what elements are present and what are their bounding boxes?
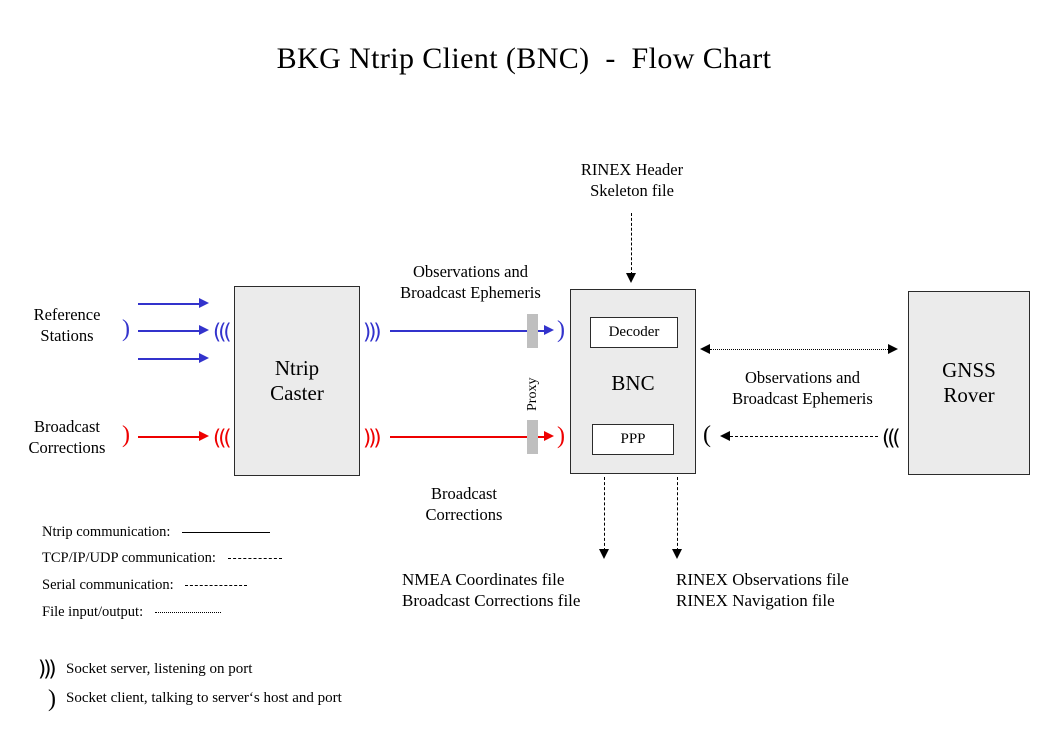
legend-line-styles: Ntrip communication: TCP/IP/UDP communic… xyxy=(42,524,282,631)
proxy-bar-bottom xyxy=(527,420,538,454)
legend-swatch-tcpip xyxy=(227,558,282,560)
socket-server-icon-caster-out-red: ))) xyxy=(363,426,382,450)
node-ppp-label: PPP xyxy=(620,431,646,447)
legend-item-ntrip-label: Ntrip communication: xyxy=(42,524,171,540)
serial-link-bnc-rover-arrowhead-left xyxy=(700,344,710,354)
legend-item-file-io: File input/output: xyxy=(42,604,282,631)
legend-socket-types: ))) Socket server, listening on port ) S… xyxy=(38,655,342,713)
legend-item-file-io-label: File input/output: xyxy=(42,604,144,620)
ntrip-link-ref-2 xyxy=(138,330,200,332)
legend-item-socket-client-label: Socket client, talking to server‘s host … xyxy=(66,690,342,706)
ntrip-link-ref-3-arrowhead xyxy=(199,353,209,363)
node-decoder[interactable]: Decoder xyxy=(590,317,678,348)
page-title: BKG Ntrip Client (BNC) - Flow Chart xyxy=(276,42,772,75)
ntrip-link-bc-out xyxy=(390,436,545,438)
socket-client-icon-bnc-in-blue: ) xyxy=(557,317,565,343)
legend-item-serial: Serial communication: xyxy=(42,577,282,604)
legend-item-socket-client: ) Socket client, talking to server‘s hos… xyxy=(38,684,342,713)
observations-ephemeris-right-label: Observations and Broadcast Ephemeris xyxy=(732,368,873,408)
ntrip-link-bc xyxy=(138,436,200,438)
node-ntrip-caster[interactable]: Ntrip Caster xyxy=(234,286,360,476)
legend-item-socket-server-label: Socket server, listening on port xyxy=(66,661,253,677)
broadcast-corrections-mid-label: Broadcast Corrections xyxy=(425,484,503,524)
rinex-outputs-label: RINEX Observations file RINEX Navigation… xyxy=(676,570,849,611)
file-link-nmea xyxy=(604,477,605,551)
tcpip-link-rover-bnc xyxy=(730,436,878,437)
ntrip-link-ref-1 xyxy=(138,303,200,305)
socket-client-icon-reference-stations: ) xyxy=(122,316,130,342)
ntrip-link-ref-2-arrowhead xyxy=(199,325,209,335)
socket-server-icon-legend: ))) xyxy=(38,657,57,681)
socket-client-icon-bnc-in-red: ) xyxy=(557,423,565,449)
legend-item-ntrip: Ntrip communication: xyxy=(42,524,282,550)
socket-server-icon-caster-out-blue: ))) xyxy=(363,320,382,344)
socket-client-icon-bnc-rover: ( xyxy=(703,422,711,448)
legend-item-serial-label: Serial communication: xyxy=(42,577,174,593)
socket-client-icon-broadcast-corrections: ) xyxy=(122,422,130,448)
legend-swatch-serial xyxy=(185,585,248,587)
ntrip-link-ref-3 xyxy=(138,358,200,360)
nmea-outputs-label: NMEA Coordinates file Broadcast Correcti… xyxy=(402,570,581,611)
socket-client-icon-legend: ) xyxy=(48,685,56,712)
reference-stations-label: Reference Stations xyxy=(33,305,101,345)
serial-link-bnc-rover-arrowhead-right xyxy=(888,344,898,354)
legend-swatch-file-io xyxy=(154,612,221,614)
broadcast-corrections-left-label: Broadcast Corrections xyxy=(28,417,106,457)
file-link-rinex-arrowhead xyxy=(672,549,682,559)
ntrip-link-bc-arrowhead xyxy=(199,431,209,441)
socket-server-icon-rover: ((( xyxy=(882,426,901,450)
file-link-rinex-header xyxy=(631,213,632,275)
node-ppp[interactable]: PPP xyxy=(592,424,674,455)
legend-item-socket-server: ))) Socket server, listening on port xyxy=(38,655,342,684)
observations-ephemeris-top-label: Observations and Broadcast Ephemeris xyxy=(400,262,541,302)
file-link-nmea-arrowhead xyxy=(599,549,609,559)
proxy-bar-top xyxy=(527,314,538,348)
node-gnss-rover[interactable]: GNSS Rover xyxy=(908,291,1030,475)
node-ntrip-caster-label: Ntrip Caster xyxy=(270,356,324,405)
socket-server-icon-caster-in-red: ((( xyxy=(213,426,232,450)
socket-server-icon-caster-in-blue: ((( xyxy=(213,320,232,344)
node-decoder-label: Decoder xyxy=(608,324,660,340)
rinex-header-skeleton-label: RINEX Header Skeleton file xyxy=(580,160,684,200)
proxy-label: Proxy xyxy=(525,377,540,411)
ntrip-link-obs-arrowhead xyxy=(544,325,554,335)
ntrip-link-bc-out-arrowhead xyxy=(544,431,554,441)
legend-item-tcpip: TCP/IP/UDP communication: xyxy=(42,550,282,577)
node-gnss-rover-label: GNSS Rover xyxy=(942,358,996,407)
legend-swatch-ntrip xyxy=(182,532,271,534)
file-link-rinex xyxy=(677,477,678,551)
tcpip-link-rover-bnc-arrowhead xyxy=(720,431,730,441)
node-bnc-label: BNC xyxy=(611,371,655,396)
serial-link-bnc-rover xyxy=(710,349,890,350)
ntrip-link-obs xyxy=(390,330,545,332)
file-link-rinex-header-arrowhead xyxy=(626,273,636,283)
ntrip-link-ref-1-arrowhead xyxy=(199,298,209,308)
legend-item-tcpip-label: TCP/IP/UDP communication: xyxy=(42,550,216,566)
